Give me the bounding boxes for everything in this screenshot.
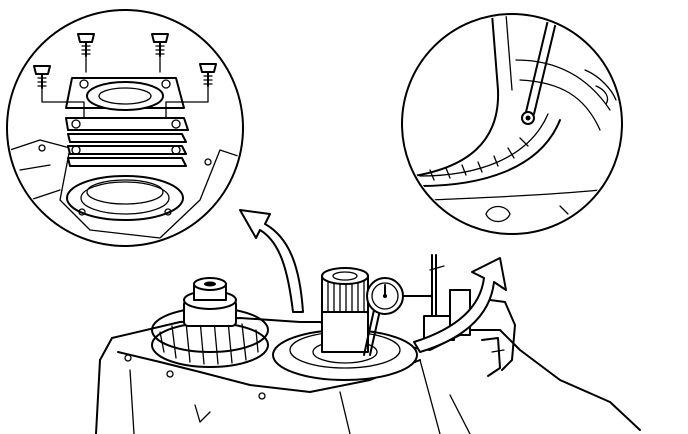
arrow-to-shim-detail [239, 209, 304, 313]
detail-probe-on-bearing-race [401, 13, 623, 235]
screw-icon [151, 33, 169, 57]
arrow-to-probe-detail [413, 257, 507, 353]
shim-stack [65, 117, 189, 167]
countershaft-gear [151, 277, 269, 368]
screw-icon [77, 33, 95, 57]
input-shaft [272, 267, 418, 381]
dial-indicator-icon [363, 277, 433, 356]
screw-icon [199, 63, 217, 87]
detail-shim-stack-and-screws [6, 9, 244, 247]
bearing-retainer-plate [65, 77, 185, 111]
screw-icon [33, 65, 51, 89]
